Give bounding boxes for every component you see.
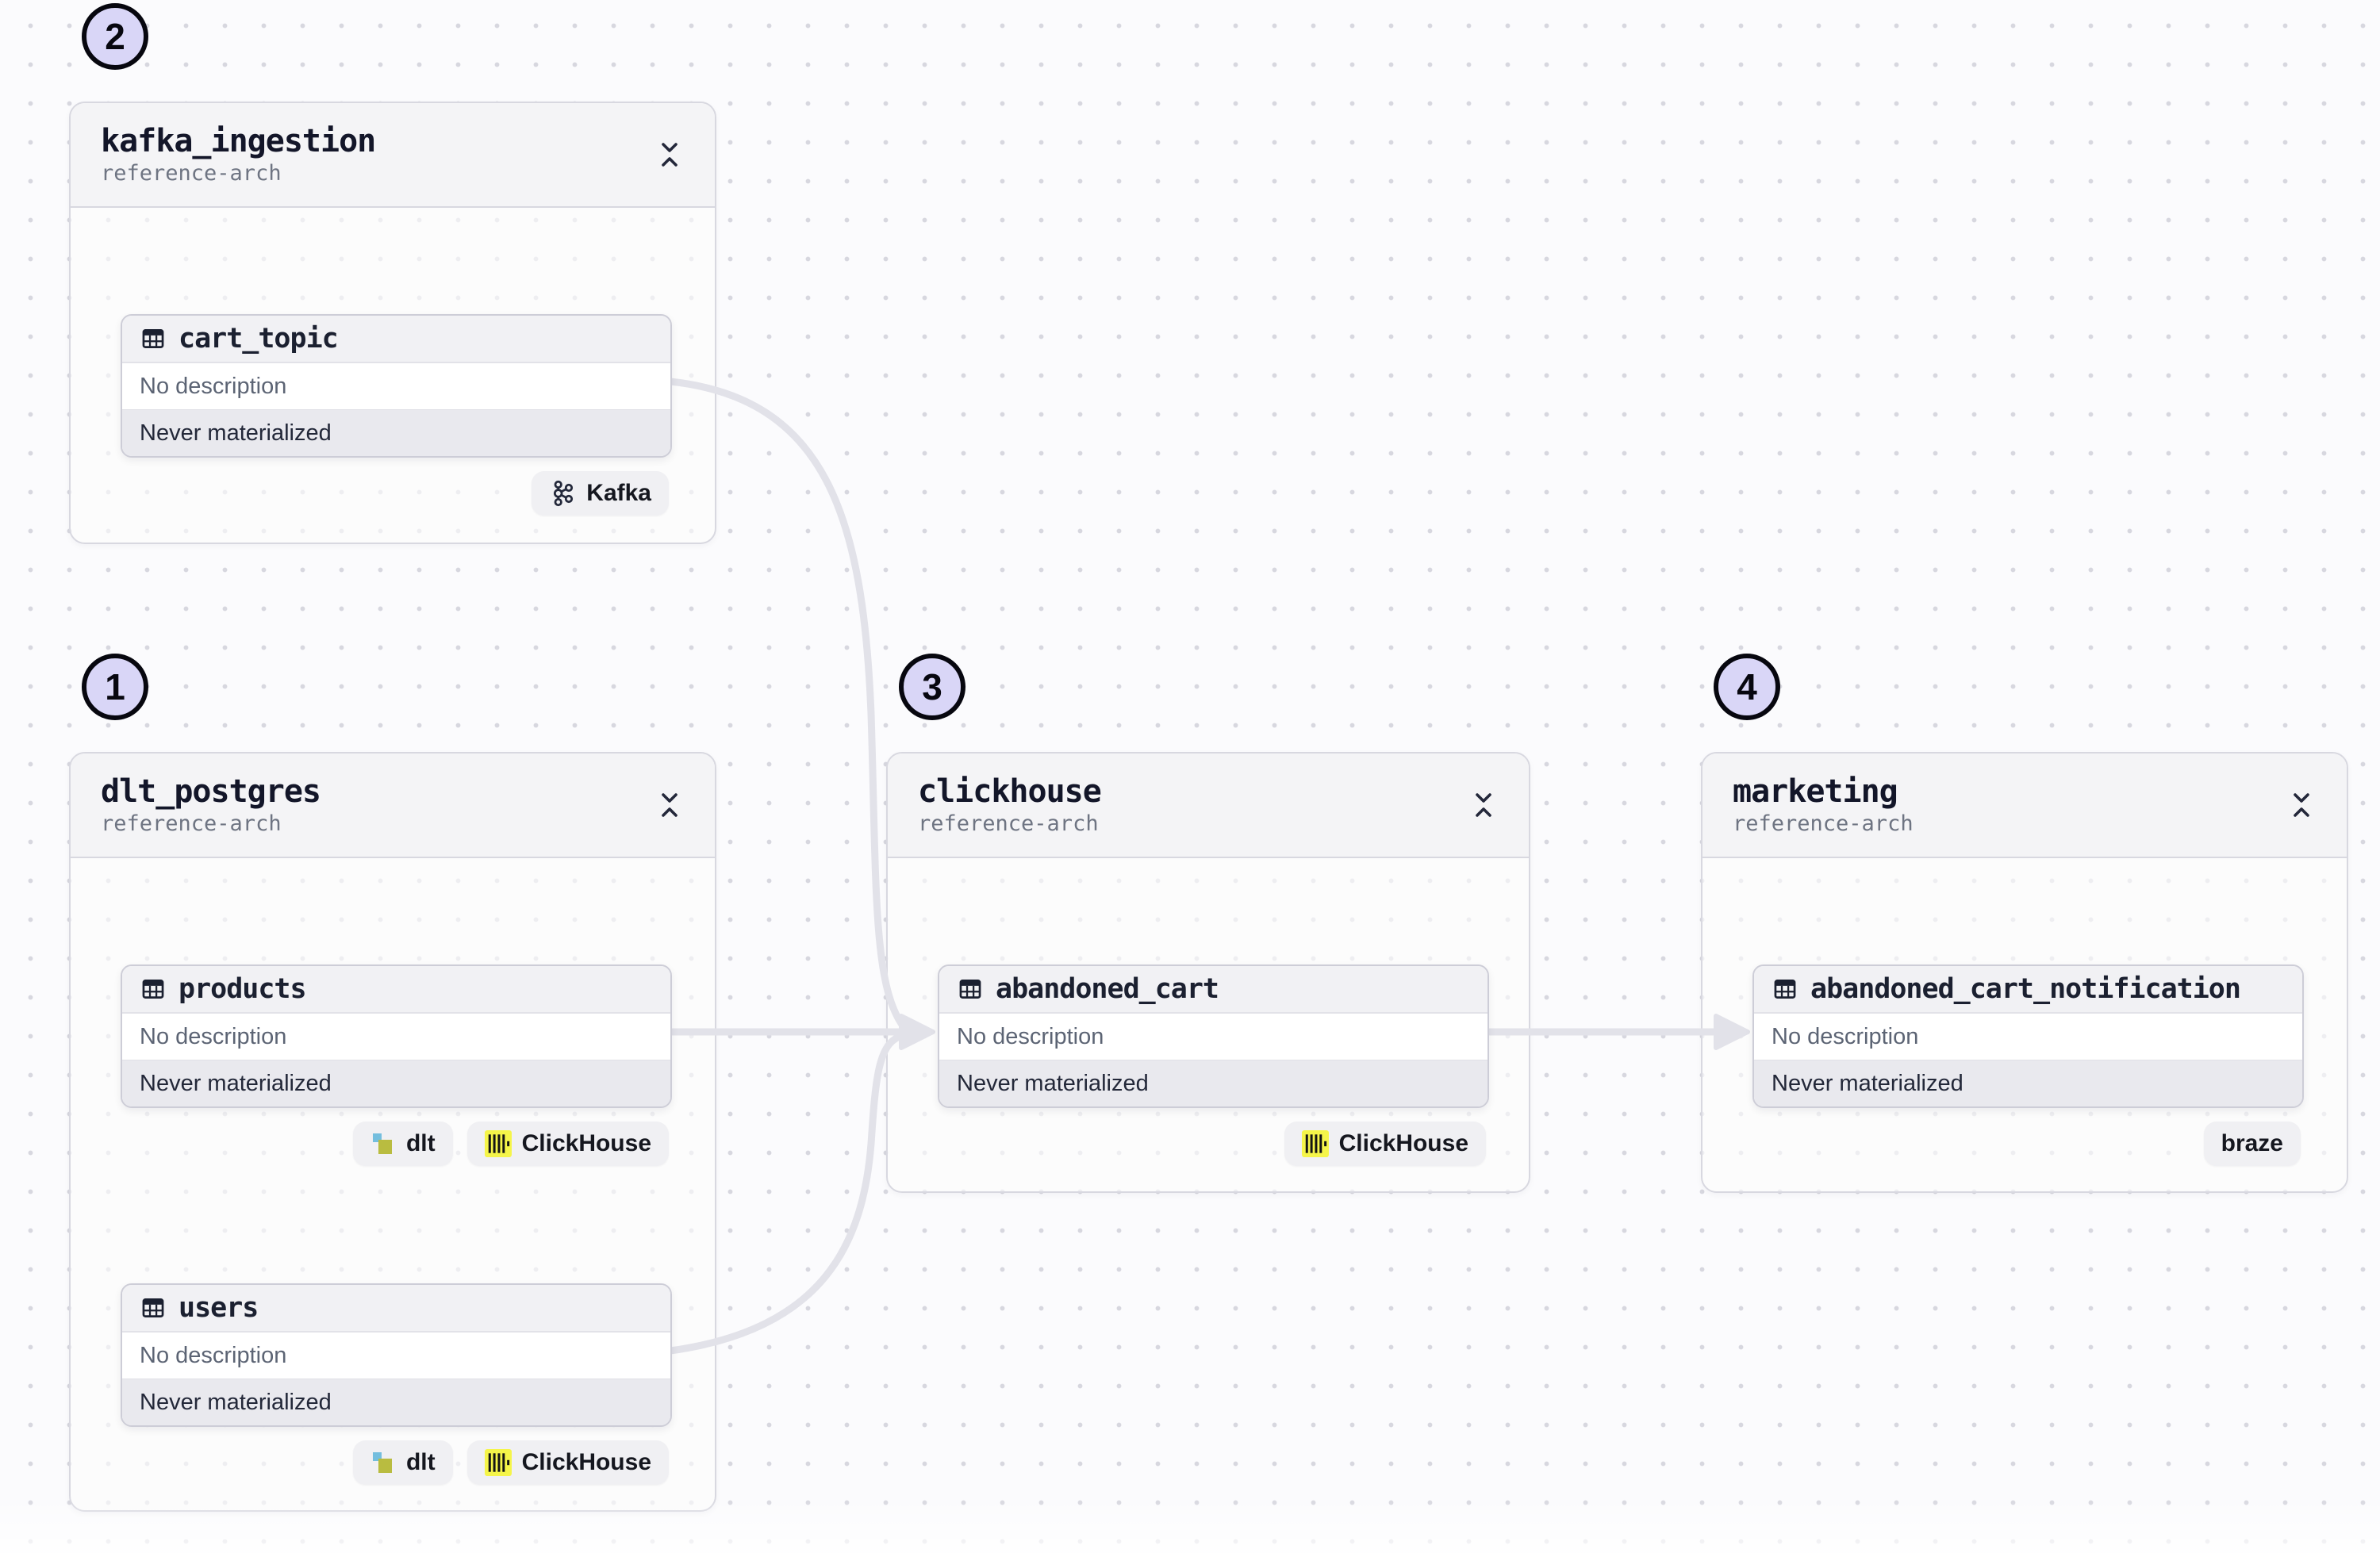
group-titles: marketing reference-arch <box>1733 773 1914 837</box>
asset-description: No description <box>122 1333 670 1379</box>
group-title: marketing <box>1733 773 1898 810</box>
table-icon <box>1774 980 1796 999</box>
group-header[interactable]: kafka_ingestion reference-arch <box>71 103 715 208</box>
asset-status: Never materialized <box>939 1060 1488 1106</box>
kind-tags-row: Kafka <box>532 471 669 516</box>
kind-tag-label: dlt <box>405 1449 436 1475</box>
step-badge-3: 3 <box>899 654 965 720</box>
collapse-group-icon[interactable] <box>2288 788 2315 822</box>
kind-tags-row: dlt ClickHouse <box>352 1440 669 1485</box>
dlt-icon <box>372 1452 392 1473</box>
clickhouse-icon <box>484 1449 512 1476</box>
asset-header: users <box>122 1285 670 1333</box>
kind-tags-row: braze <box>2203 1122 2301 1166</box>
asset-group-dlt-postgres: dlt_postgres reference-arch products <box>69 752 716 1512</box>
asset-name: cart_topic <box>178 323 339 355</box>
kind-tag-dlt[interactable]: dlt <box>352 1122 453 1166</box>
group-title: dlt_postgres <box>101 773 321 810</box>
asset-status: Never materialized <box>122 409 670 456</box>
asset-status: Never materialized <box>122 1060 670 1106</box>
step-badge-1: 1 <box>82 654 148 720</box>
group-header[interactable]: marketing reference-arch <box>1702 753 2347 858</box>
kafka-icon <box>554 480 574 507</box>
asset-status: Never materialized <box>1754 1060 2302 1106</box>
group-title: clickhouse <box>918 773 1102 810</box>
asset-header: abandoned_cart_notification <box>1754 966 2302 1014</box>
asset-header: products <box>122 966 670 1014</box>
asset-group-marketing: marketing reference-arch abandoned_cart_… <box>1701 752 2348 1193</box>
step-badge-4: 4 <box>1714 654 1780 720</box>
group-subtitle: reference-arch <box>101 161 282 186</box>
asset-name: users <box>178 1292 259 1324</box>
clickhouse-icon <box>484 1130 512 1157</box>
kind-tag-label: braze <box>2221 1130 2283 1156</box>
kind-tag-label: ClickHouse <box>521 1130 651 1156</box>
table-icon <box>142 329 164 348</box>
asset-node-abandoned-cart[interactable]: abandoned_cart No description Never mate… <box>938 964 1489 1108</box>
asset-node-abandoned-cart-notification[interactable]: abandoned_cart_notification No descripti… <box>1752 964 2304 1108</box>
kind-tag-label: ClickHouse <box>1338 1130 1468 1156</box>
group-titles: clickhouse reference-arch <box>918 773 1102 837</box>
asset-name: abandoned_cart_notification <box>1810 973 2241 1005</box>
kind-tag-label: Kafka <box>586 480 651 506</box>
table-icon <box>142 1298 164 1317</box>
group-subtitle: reference-arch <box>1733 811 1914 836</box>
kind-tag-label: dlt <box>405 1130 436 1156</box>
kind-tags-row: ClickHouse <box>1284 1122 1486 1166</box>
asset-node-cart-topic[interactable]: cart_topic No description Never material… <box>121 314 672 458</box>
asset-description: No description <box>122 363 670 409</box>
dlt-icon <box>372 1133 392 1154</box>
kind-tag-clickhouse[interactable]: ClickHouse <box>1284 1122 1486 1166</box>
table-icon <box>959 980 981 999</box>
kind-tag-dlt[interactable]: dlt <box>352 1440 453 1485</box>
collapse-group-icon[interactable] <box>656 138 683 171</box>
asset-name: abandoned_cart <box>996 973 1219 1005</box>
clickhouse-icon <box>1301 1130 1329 1157</box>
asset-header: abandoned_cart <box>939 966 1488 1014</box>
asset-group-kafka-ingestion: kafka_ingestion reference-arch cart_topi… <box>69 102 716 544</box>
kind-tag-braze[interactable]: braze <box>2203 1122 2301 1166</box>
asset-node-products[interactable]: products No description Never materializ… <box>121 964 672 1108</box>
group-subtitle: reference-arch <box>918 811 1099 836</box>
asset-header: cart_topic <box>122 316 670 363</box>
asset-status: Never materialized <box>122 1379 670 1425</box>
kind-tag-label: ClickHouse <box>521 1449 651 1475</box>
table-icon <box>142 980 164 999</box>
group-titles: kafka_ingestion reference-arch <box>101 123 376 186</box>
group-titles: dlt_postgres reference-arch <box>101 773 321 837</box>
asset-description: No description <box>939 1014 1488 1060</box>
asset-description: No description <box>1754 1014 2302 1060</box>
collapse-group-icon[interactable] <box>656 788 683 822</box>
kind-tags-row: dlt ClickHouse <box>352 1122 669 1166</box>
step-badge-2: 2 <box>82 3 148 70</box>
group-subtitle: reference-arch <box>101 811 282 836</box>
group-header[interactable]: clickhouse reference-arch <box>888 753 1529 858</box>
asset-node-users[interactable]: users No description Never materialized <box>121 1283 672 1427</box>
asset-name: products <box>178 973 307 1005</box>
group-header[interactable]: dlt_postgres reference-arch <box>71 753 715 858</box>
kind-tag-clickhouse[interactable]: ClickHouse <box>466 1440 669 1485</box>
kind-tag-kafka[interactable]: Kafka <box>532 471 669 516</box>
asset-group-clickhouse: clickhouse reference-arch abandoned_cart <box>886 752 1530 1193</box>
group-title: kafka_ingestion <box>101 123 376 159</box>
kind-tag-clickhouse[interactable]: ClickHouse <box>466 1122 669 1166</box>
asset-description: No description <box>122 1014 670 1060</box>
collapse-group-icon[interactable] <box>1470 788 1497 822</box>
